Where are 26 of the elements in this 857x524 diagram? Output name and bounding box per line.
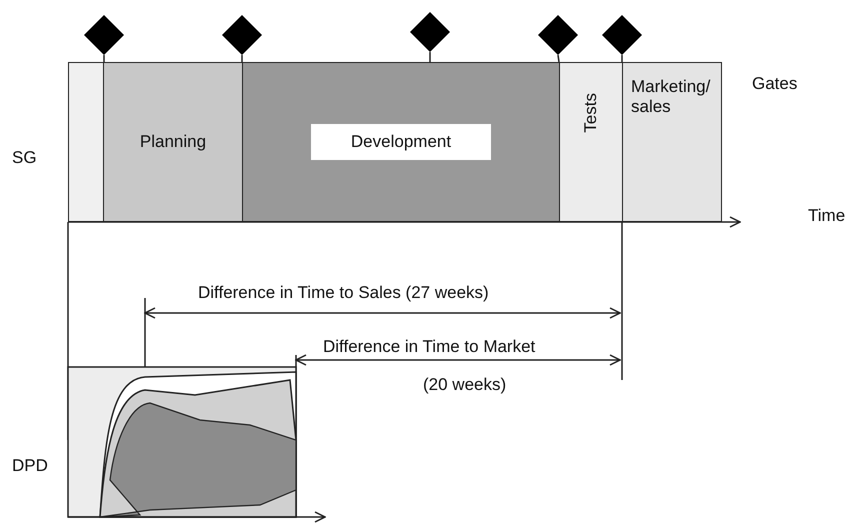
gate-diamond bbox=[222, 15, 262, 55]
gate-stem bbox=[103, 55, 105, 62]
phase-box bbox=[103, 62, 243, 222]
dimension-label: Difference in Time to Market bbox=[323, 337, 536, 357]
phase-label: Marketing/ sales bbox=[630, 77, 712, 117]
gate-diamond bbox=[602, 15, 642, 55]
dimension-label: Difference in Time to Sales (27 weeks) bbox=[198, 283, 489, 303]
phase-label: Planning bbox=[140, 132, 206, 152]
dimension-label: (20 weeks) bbox=[423, 375, 506, 395]
phase-box bbox=[242, 62, 560, 222]
gate-stem bbox=[241, 55, 243, 62]
phase-bar bbox=[68, 62, 104, 222]
phase-box bbox=[622, 62, 722, 222]
phase-label: Development bbox=[310, 123, 492, 161]
phase-label: Tests bbox=[581, 93, 601, 133]
row-label: SG bbox=[12, 148, 37, 168]
gate-stem bbox=[621, 55, 623, 62]
gate-diamond bbox=[410, 12, 450, 52]
gates-label: Gates bbox=[752, 74, 798, 94]
row-label: DPD bbox=[12, 456, 48, 476]
gate-diamond bbox=[84, 15, 124, 55]
gate-stem bbox=[557, 54, 560, 62]
gate-stem bbox=[429, 52, 431, 62]
axis-label: Time bbox=[808, 206, 846, 226]
gate-diamond bbox=[538, 15, 578, 55]
phase-box bbox=[559, 62, 623, 222]
